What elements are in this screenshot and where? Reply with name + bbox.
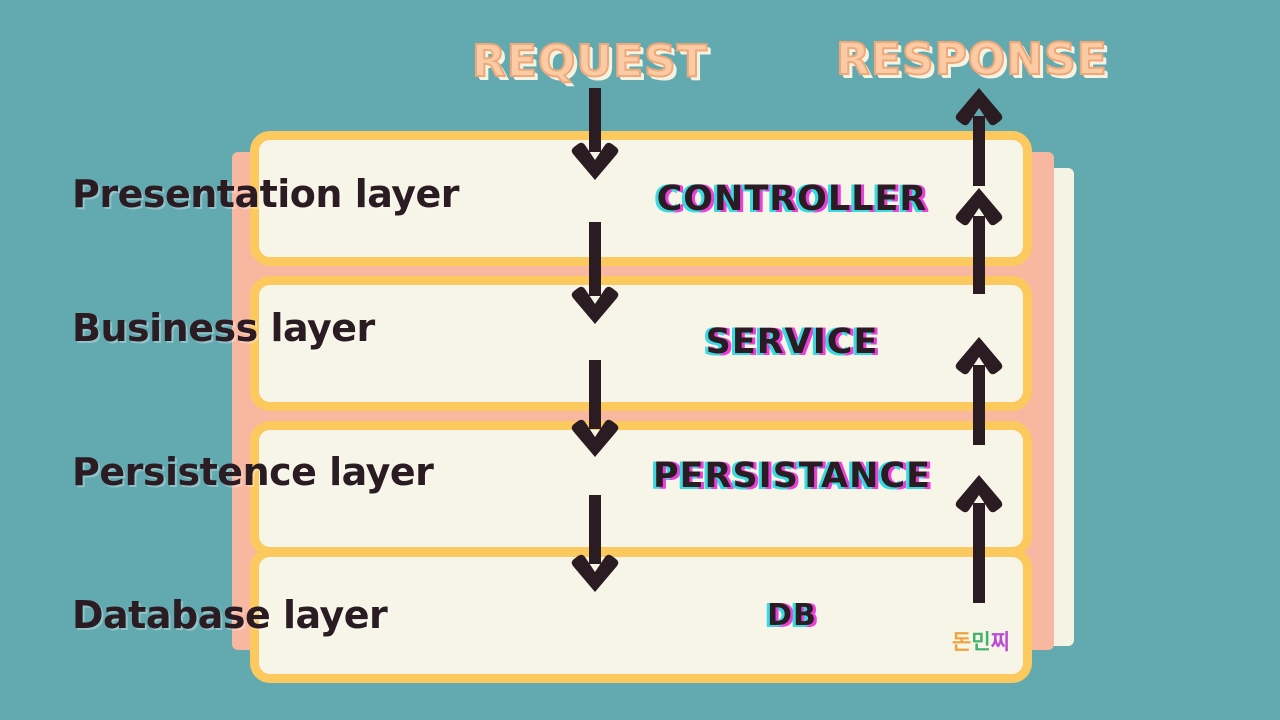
component-label-db: DB bbox=[767, 598, 817, 633]
watermark-char: 찌 bbox=[990, 630, 1010, 654]
response-arrow-up-4 bbox=[954, 473, 1004, 603]
layer-label-persistence: Persistence layer bbox=[72, 450, 434, 494]
layer-card-business bbox=[250, 276, 1032, 411]
response-arrow-up-3 bbox=[954, 335, 1004, 445]
layer-label-presentation: Presentation layer bbox=[72, 172, 459, 216]
stack-gap-sliver bbox=[250, 414, 1032, 421]
layer-stack bbox=[250, 131, 1032, 683]
layer-card-presentation bbox=[250, 131, 1032, 266]
component-label-service: SERVICE bbox=[705, 322, 879, 362]
request-arrow-down-1 bbox=[570, 88, 620, 188]
response-arrow-up-1 bbox=[954, 86, 1004, 186]
layer-card-database bbox=[250, 548, 1032, 683]
watermark-char: 돈 bbox=[952, 630, 972, 654]
layer-label-database: Database layer bbox=[72, 593, 388, 637]
request-header-label: REQUEST bbox=[471, 36, 708, 87]
component-label-persistance: PERSISTANCE bbox=[652, 456, 932, 496]
component-label-controller: CONTROLLER bbox=[656, 179, 928, 219]
stack-gap-sliver bbox=[250, 269, 1032, 276]
request-arrow-down-4 bbox=[570, 495, 620, 600]
request-arrow-down-3 bbox=[570, 360, 620, 465]
author-watermark: 돈민찌 bbox=[952, 632, 1010, 653]
watermark-char: 민 bbox=[971, 630, 991, 654]
layer-label-business: Business layer bbox=[72, 306, 375, 350]
response-arrow-up-2 bbox=[954, 186, 1004, 294]
response-header-label: RESPONSE bbox=[835, 34, 1108, 85]
request-arrow-down-2 bbox=[570, 222, 620, 332]
